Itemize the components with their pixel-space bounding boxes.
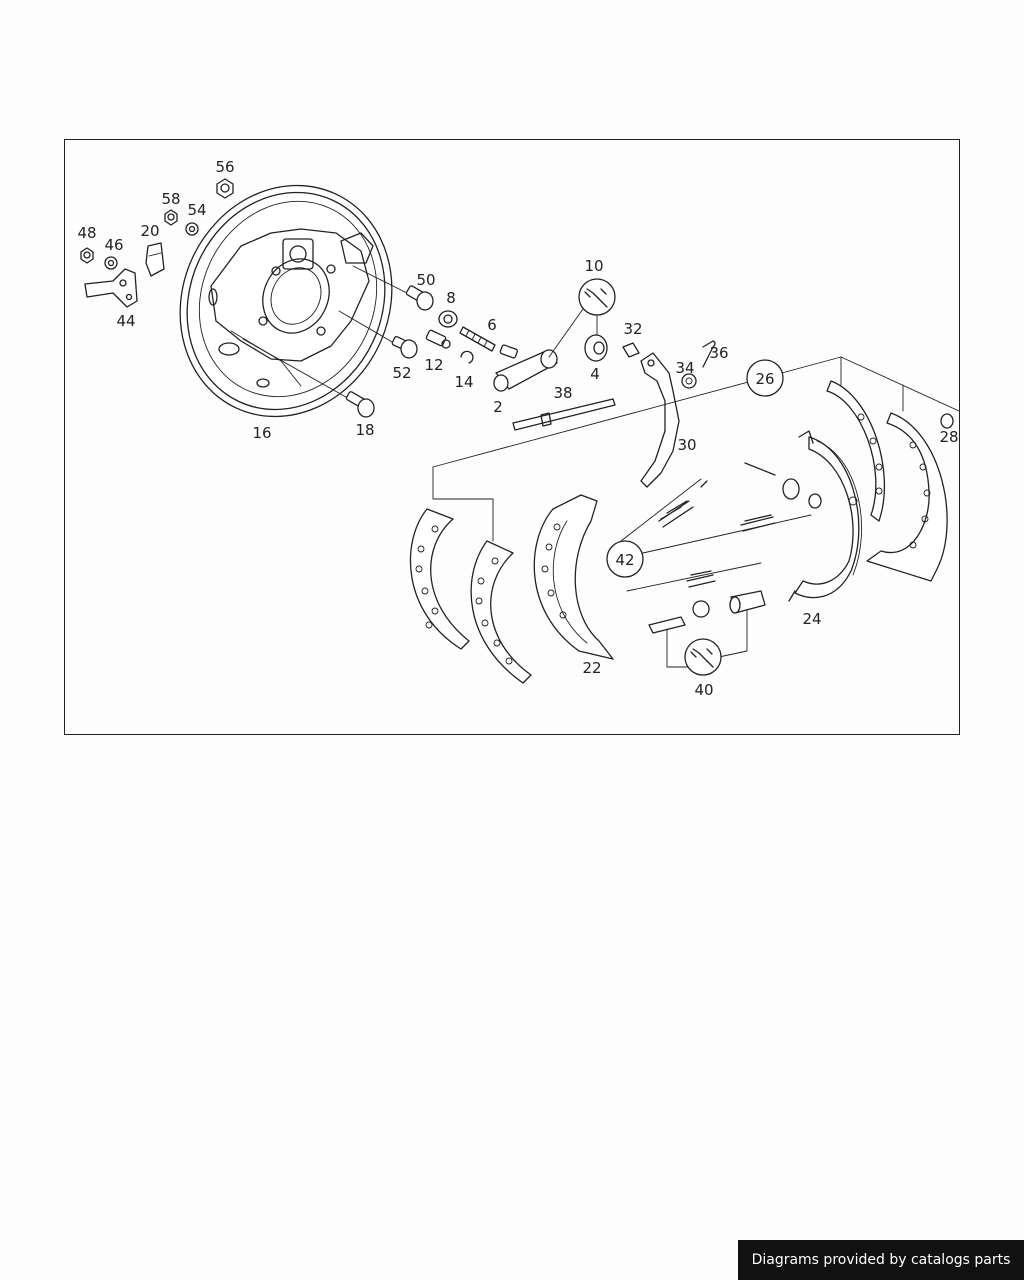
credit-banner: Diagrams provided by catalogs parts	[738, 1240, 1024, 1280]
bracket-20[interactable]	[145, 242, 165, 277]
callout-2: 2	[493, 398, 503, 416]
nut-48[interactable]	[80, 247, 94, 264]
callout-20: 20	[140, 222, 159, 240]
bleeder-12[interactable]	[425, 329, 451, 349]
callout-36: 36	[709, 344, 728, 362]
callout-44: 44	[116, 312, 135, 330]
callout-24: 24	[802, 610, 821, 628]
callout-58: 58	[161, 190, 180, 208]
parking-lever-30[interactable]	[640, 352, 680, 488]
callout-30: 30	[677, 436, 696, 454]
callout-6: 6	[487, 316, 497, 334]
callout-16: 16	[252, 424, 271, 442]
plug-28[interactable]	[940, 413, 954, 429]
group-bracket-26	[432, 356, 959, 542]
bolt-18[interactable]	[345, 391, 375, 418]
callout-52: 52	[392, 364, 411, 382]
callout-48: 48	[77, 224, 96, 242]
tool-symbol-10[interactable]	[548, 278, 616, 358]
callout-40: 40	[694, 681, 713, 699]
brake-shoe-lining-right-b[interactable]	[866, 412, 948, 582]
callout-labels: 56 58 54 48 46 20 44 16 18 50 52 8 12 14…	[77, 158, 958, 699]
lever-44[interactable]	[84, 268, 138, 308]
callout-28: 28	[939, 428, 958, 446]
washer-46[interactable]	[104, 256, 118, 270]
cap-8[interactable]	[438, 310, 458, 328]
bolt-50[interactable]	[405, 285, 434, 311]
callout-38: 38	[553, 384, 572, 402]
credit-text: Diagrams provided by catalogs parts	[751, 1252, 1011, 1268]
pin-36[interactable]	[702, 340, 716, 368]
brake-shoe-lining-right-a[interactable]	[826, 380, 886, 522]
callout-22: 22	[582, 659, 601, 677]
spring-kit-42[interactable]	[606, 462, 822, 592]
callout-18: 18	[355, 421, 374, 439]
brake-shoe-24[interactable]	[788, 430, 863, 602]
plug-32[interactable]	[622, 342, 640, 358]
callout-26: 26	[755, 370, 774, 388]
callout-46: 46	[104, 236, 123, 254]
callout-14: 14	[454, 373, 473, 391]
boot-4[interactable]	[584, 334, 608, 362]
callout-8: 8	[446, 289, 456, 307]
callout-4: 4	[590, 365, 600, 383]
adjuster-40[interactable]	[648, 590, 766, 676]
callout-42: 42	[615, 551, 634, 569]
callout-54: 54	[187, 201, 206, 219]
callout-12: 12	[424, 356, 443, 374]
washer-54[interactable]	[185, 222, 199, 236]
nut-56[interactable]	[216, 178, 234, 199]
brake-assembly-diagram: 56 58 54 48 46 20 44 16 18 50 52 8 12 14…	[77, 151, 959, 699]
callout-50: 50	[416, 271, 435, 289]
clip-14[interactable]	[460, 350, 474, 364]
callout-34: 34	[675, 359, 694, 377]
nut-58[interactable]	[164, 209, 178, 226]
brake-shoe-lining-left-b[interactable]	[470, 540, 532, 684]
brake-shoe-lining-left-a[interactable]	[409, 508, 470, 650]
wheel-cylinder-2[interactable]	[493, 344, 558, 392]
callout-56: 56	[215, 158, 234, 176]
callout-32: 32	[623, 320, 642, 338]
bolt-52[interactable]	[391, 336, 418, 359]
brake-shoe-22[interactable]	[533, 494, 614, 660]
piston-6[interactable]	[459, 326, 496, 352]
backing-plate[interactable]	[143, 151, 429, 452]
strut-38[interactable]	[512, 398, 616, 431]
parts-diagram-frame: 56 58 54 48 46 20 44 16 18 50 52 8 12 14…	[64, 139, 960, 735]
backing-plate-leaders	[242, 265, 414, 402]
callout-10: 10	[584, 257, 603, 275]
washer-34[interactable]	[681, 373, 697, 389]
